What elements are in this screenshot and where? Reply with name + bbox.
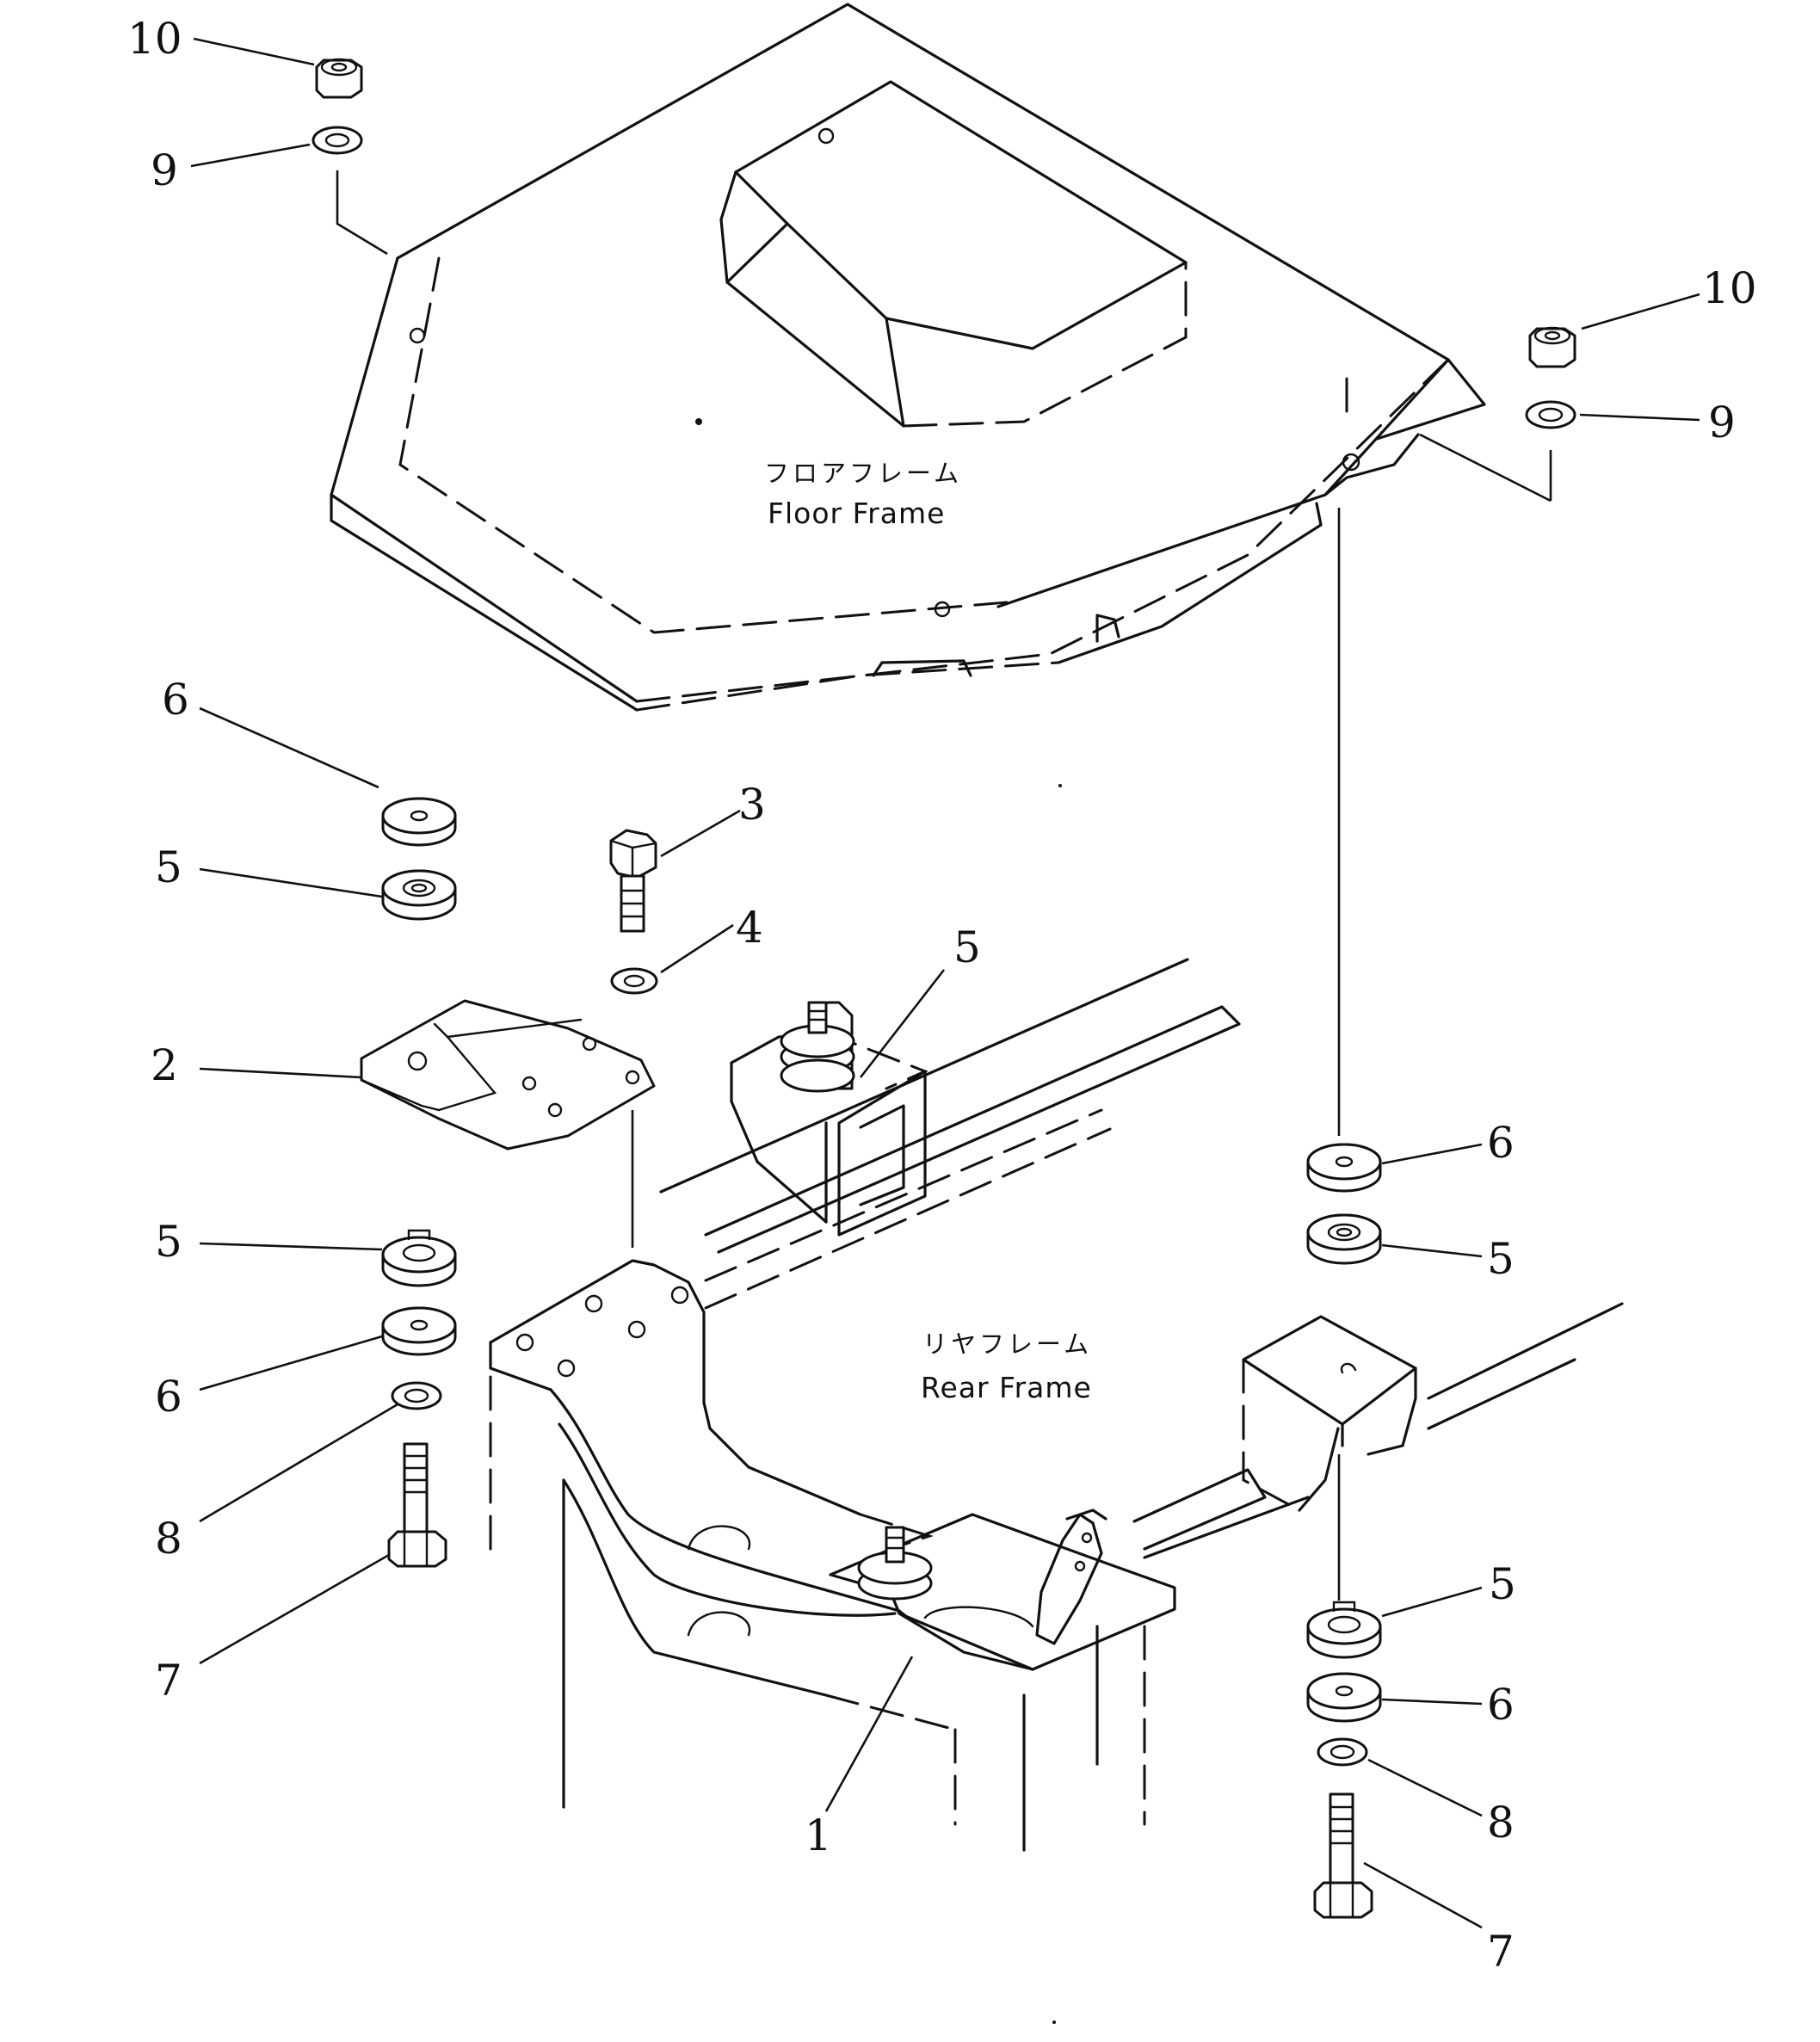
floor-frame-label-en: Floor Frame	[768, 497, 945, 530]
floor-frame	[330, 3, 1486, 712]
part-6-cushion-upper-left	[381, 797, 457, 847]
rear-frame-label-en: Rear Frame	[921, 1371, 1092, 1404]
part-7-bolt-left	[387, 1442, 447, 1568]
part-9-washer-left	[312, 126, 363, 155]
callout-5-upper-left: 5	[155, 842, 182, 892]
callout-10-top-left: 10	[127, 14, 182, 64]
callout-2: 2	[151, 1040, 178, 1090]
callout-4: 4	[736, 903, 763, 953]
part-1-stud-mount	[857, 1526, 933, 1601]
part-5-mount-upper-left	[381, 869, 457, 921]
callout-5-lower-left: 5	[155, 1217, 182, 1267]
part-3-bolt	[609, 829, 657, 933]
callout-6-lower-right: 6	[1487, 1680, 1515, 1730]
assembly-guide-lines	[336, 170, 1552, 1601]
callout-9-right: 9	[1708, 398, 1736, 447]
callout-5-frame-mount: 5	[953, 922, 981, 972]
callout-8-left: 8	[155, 1514, 182, 1564]
callout-9-top-left: 9	[151, 145, 178, 195]
callout-6-lower-left: 6	[155, 1372, 182, 1422]
part-5-mount-on-frame	[780, 1001, 855, 1093]
part-5-mount-lower-right	[1306, 1601, 1382, 1659]
callout-7-left: 7	[155, 1656, 182, 1706]
part-6-cushion-upper-right	[1306, 1143, 1382, 1193]
rear-right-mount-box	[1242, 1315, 1417, 1512]
callout-8-right: 8	[1487, 1798, 1515, 1848]
callout-6-upper-right: 6	[1487, 1118, 1515, 1168]
rear-frame	[489, 958, 1624, 1852]
part-10-nut-right	[1528, 326, 1576, 368]
part-6-cushion-lower-right	[1306, 1672, 1382, 1723]
part-5-mount-lower-left	[381, 1229, 457, 1287]
part-9-washer-right	[1525, 400, 1576, 429]
callout-1: 1	[805, 1811, 832, 1860]
floor-frame-raised-box	[719, 80, 1188, 428]
floor-frame-label-jp: フロアフレーム	[764, 459, 962, 488]
part-2-bracket	[360, 999, 656, 1151]
callout-5-lower-right: 5	[1489, 1559, 1516, 1609]
callout-7-right: 7	[1487, 1927, 1515, 1977]
callout-3: 3	[738, 780, 766, 830]
rear-frame-label-jp: リヤフレーム	[922, 1329, 1092, 1359]
callout-10-right: 10	[1702, 263, 1757, 313]
part-10-nut-left	[315, 58, 363, 99]
part-7-bolt-right	[1313, 1792, 1373, 1919]
part-6-cushion-lower-left	[381, 1306, 457, 1356]
callout-5-upper-right: 5	[1487, 1234, 1515, 1284]
part-4-washer	[610, 967, 658, 995]
callout-6-upper-left: 6	[162, 675, 189, 725]
part-8-washer-left	[391, 1381, 442, 1410]
part-8-washer-right	[1317, 1737, 1368, 1767]
leader-lines	[190, 37, 1700, 1929]
part-5-mount-upper-right	[1306, 1213, 1382, 1265]
callouts: 10 9 10 9 6 5 3 4 5 2 6 5 5 6 8 7 5 6 8 …	[127, 14, 1757, 1977]
